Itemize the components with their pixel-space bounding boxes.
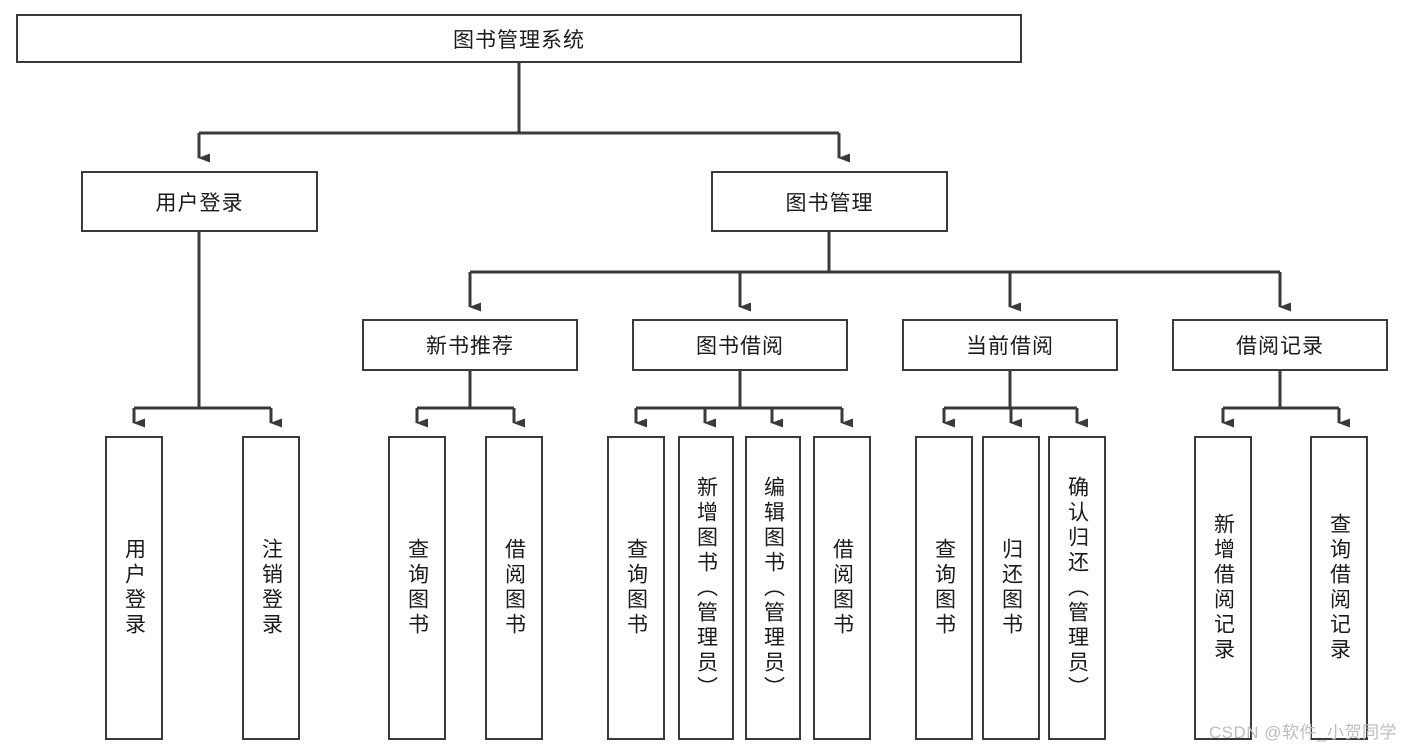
leaf-add-book-label: 新增图书（管理员） bbox=[694, 475, 718, 701]
node-book-borrow[interactable]: 图书借阅 bbox=[632, 319, 848, 371]
leaf-confirm-return[interactable]: 确认归还（管理员） bbox=[1048, 436, 1106, 740]
leaf-user-logout[interactable]: 注销登录 bbox=[242, 436, 300, 740]
leaf-add-book[interactable]: 新增图书（管理员） bbox=[678, 436, 734, 740]
leaf-add-record-label: 新增借阅记录 bbox=[1211, 513, 1235, 663]
leaf-return-book[interactable]: 归还图书 bbox=[982, 436, 1040, 740]
leaf-query-book-3-label: 查询图书 bbox=[932, 538, 956, 638]
leaf-query-book-2[interactable]: 查询图书 bbox=[607, 436, 665, 740]
leaf-edit-book[interactable]: 编辑图书（管理员） bbox=[745, 436, 801, 740]
leaf-query-book-1[interactable]: 查询图书 bbox=[388, 436, 446, 740]
leaf-add-record[interactable]: 新增借阅记录 bbox=[1194, 436, 1252, 740]
node-borrow-record[interactable]: 借阅记录 bbox=[1172, 319, 1388, 371]
leaf-confirm-return-label: 确认归还（管理员） bbox=[1065, 475, 1089, 701]
leaf-user-login[interactable]: 用户登录 bbox=[105, 436, 163, 740]
node-book-manage[interactable]: 图书管理 bbox=[711, 171, 948, 232]
node-new-book-rec[interactable]: 新书推荐 bbox=[362, 319, 578, 371]
node-user-login-label: 用户登录 bbox=[155, 191, 244, 215]
leaf-query-record-label: 查询借阅记录 bbox=[1327, 513, 1351, 663]
leaf-user-login-label: 用户登录 bbox=[122, 538, 146, 638]
leaf-return-book-label: 归还图书 bbox=[999, 538, 1023, 638]
leaf-borrow-book-1[interactable]: 借阅图书 bbox=[485, 436, 543, 740]
leaf-user-logout-label: 注销登录 bbox=[259, 538, 283, 638]
leaf-borrow-book-2-label: 借阅图书 bbox=[830, 538, 854, 638]
node-root-label: 图书管理系统 bbox=[453, 28, 585, 52]
leaf-borrow-book-2[interactable]: 借阅图书 bbox=[813, 436, 871, 740]
node-book-manage-label: 图书管理 bbox=[785, 191, 874, 215]
leaf-borrow-book-1-label: 借阅图书 bbox=[502, 538, 526, 638]
node-current-borrow[interactable]: 当前借阅 bbox=[902, 319, 1118, 371]
node-current-borrow-label: 当前借阅 bbox=[966, 335, 1054, 358]
csdn-watermark: CSDN @软件_小贺同学 bbox=[1208, 723, 1397, 742]
node-root[interactable]: 图书管理系统 bbox=[16, 14, 1022, 63]
leaf-query-book-1-label: 查询图书 bbox=[405, 538, 429, 638]
leaf-edit-book-label: 编辑图书（管理员） bbox=[761, 475, 785, 701]
node-book-borrow-label: 图书借阅 bbox=[696, 335, 784, 358]
node-new-book-rec-label: 新书推荐 bbox=[426, 335, 514, 358]
node-borrow-record-label: 借阅记录 bbox=[1236, 335, 1324, 358]
leaf-query-book-3[interactable]: 查询图书 bbox=[915, 436, 973, 740]
leaf-query-record[interactable]: 查询借阅记录 bbox=[1310, 436, 1368, 740]
node-user-login[interactable]: 用户登录 bbox=[81, 171, 318, 232]
leaf-query-book-2-label: 查询图书 bbox=[624, 538, 648, 638]
